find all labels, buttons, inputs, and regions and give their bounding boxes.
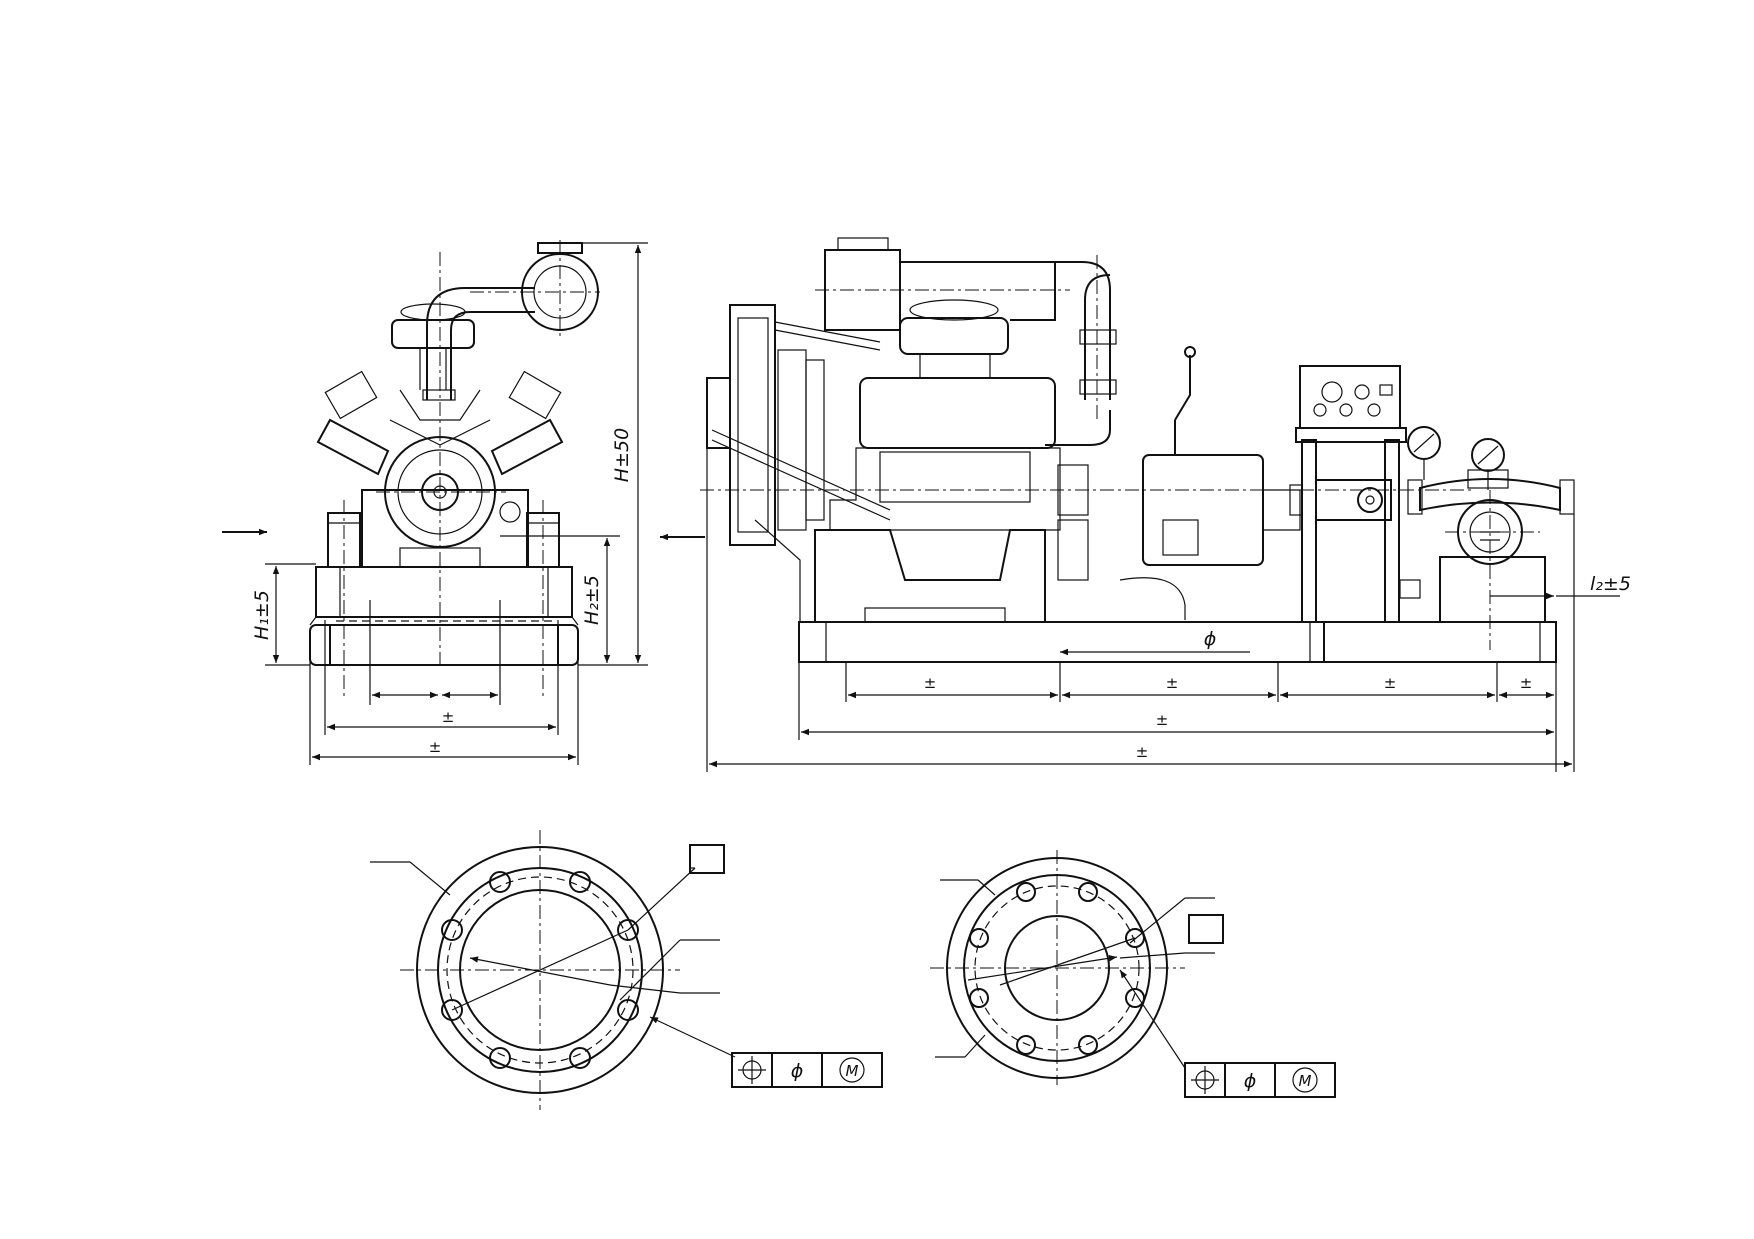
flange-detail-left: ϕ M	[370, 830, 883, 1110]
side-view: l₂±5 ϕ ± ± ± ± ± ±	[660, 237, 1631, 772]
dim-front-width-1: ±	[442, 708, 455, 726]
dim-l2-label: l₂±5	[1590, 573, 1631, 595]
dim-side-seg-2: ±	[1166, 674, 1179, 692]
dim-h2-label: H₂±5	[581, 575, 603, 625]
dim-side-seg-1: ±	[924, 674, 937, 692]
flange-detail-right: ϕ M	[930, 850, 1336, 1098]
dim-side-seg-4: ±	[1520, 674, 1533, 692]
tolerance-modifier-right: M	[1299, 1072, 1312, 1090]
dim-side-seg-3: ±	[1384, 674, 1397, 692]
tolerance-diameter-left: ϕ	[791, 1060, 804, 1082]
dim-side-frame: ±	[1156, 711, 1169, 729]
dim-side-overall: ±	[1136, 743, 1149, 761]
dim-h1-label: H₁±5	[251, 590, 273, 640]
tolerance-modifier-left: M	[846, 1062, 859, 1080]
front-view: H₁±5 H₂±5 H±50 ± ±	[222, 240, 648, 765]
dim-h-label: H±50	[611, 428, 633, 482]
dim-phi-label: ϕ	[1204, 628, 1217, 650]
tolerance-diameter-right: ϕ	[1244, 1070, 1257, 1092]
dim-front-width-2: ±	[429, 738, 442, 756]
